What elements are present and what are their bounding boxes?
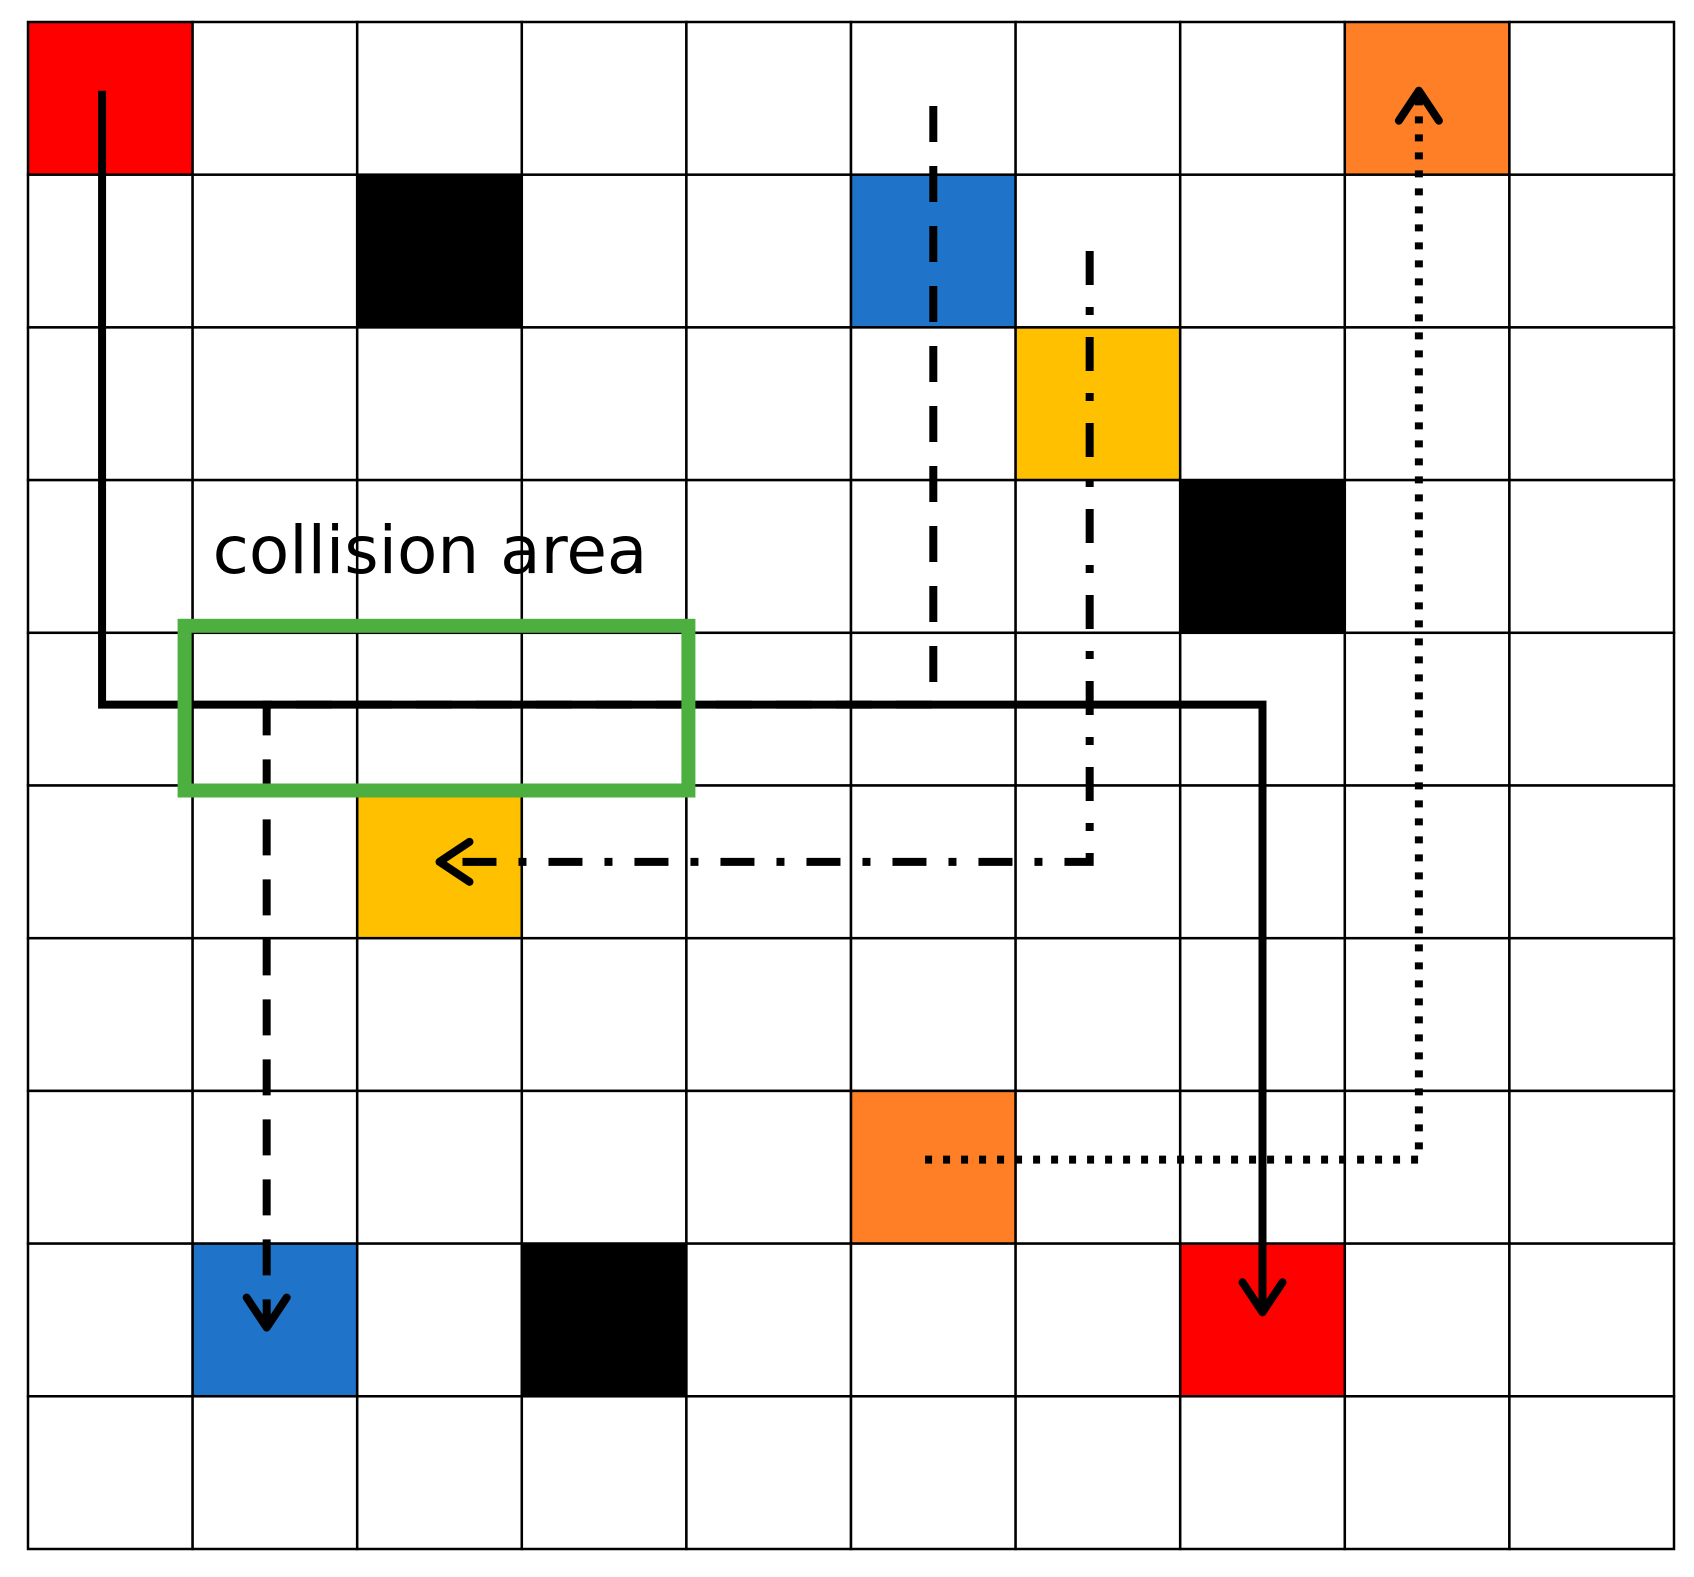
grid-cell [355, 326, 524, 482]
grid-cell [1343, 1242, 1511, 1398]
orange-path-arrowhead [1394, 86, 1443, 125]
grid-cell [26, 936, 194, 1093]
grid-cell [849, 936, 1017, 1093]
red-start-cell [26, 20, 194, 176]
grid-cell [520, 326, 688, 482]
grid-cell [1014, 936, 1182, 1093]
grid-cell [355, 20, 524, 176]
grid-cell [520, 1089, 688, 1245]
grid-cell [685, 173, 853, 329]
grid-cell [685, 326, 853, 482]
grid-cell [520, 173, 688, 329]
grid-cell [1014, 1089, 1182, 1245]
grid-cell [685, 478, 853, 635]
grid-cell [355, 936, 524, 1093]
grid-cell [1508, 936, 1676, 1093]
grid-cell [355, 1242, 524, 1398]
grid-cell [1343, 936, 1511, 1093]
grid-cell [520, 936, 688, 1093]
grid-cell [26, 784, 194, 940]
grid-cell [520, 631, 688, 787]
grid-cell [1178, 326, 1347, 482]
grid-cell [191, 1089, 359, 1245]
blue-path-arrowhead [242, 1293, 291, 1332]
grid-cell [1508, 631, 1676, 787]
grid-cell [191, 784, 359, 940]
grid-cell [1508, 478, 1676, 635]
grid-cell [685, 20, 853, 176]
grid-cell [191, 20, 359, 176]
obstacle-3-cell [520, 1242, 688, 1398]
grid-cell [1343, 631, 1511, 787]
grid-cell [191, 936, 359, 1093]
grid-cell [1178, 173, 1347, 329]
grid-cell [849, 20, 1017, 176]
obstacle-1-cell [355, 173, 524, 329]
yellow-path-arrowhead [435, 837, 474, 886]
red-path-arrowhead [1238, 1278, 1287, 1317]
grid-cell [685, 1242, 853, 1398]
grid-cell [1343, 478, 1511, 635]
grid-cell [26, 326, 194, 482]
grid-cell [26, 1089, 194, 1245]
grid-cell [191, 326, 359, 482]
grid-cell [1014, 20, 1182, 176]
yellow-path [439, 251, 1094, 866]
grid [26, 20, 1676, 1551]
grid-cell [1343, 1395, 1511, 1551]
yellow-start-cell [1014, 326, 1182, 482]
grid-cell [1508, 1089, 1676, 1245]
grid-cell [191, 173, 359, 329]
obstacle-2-cell [1178, 478, 1347, 635]
orange-path [925, 90, 1423, 1164]
grid-cell [26, 478, 194, 635]
grid-cell [1343, 326, 1511, 482]
grid-cell [1343, 784, 1511, 940]
grid-cell [1014, 1395, 1182, 1551]
collision-zone: collision area [177, 512, 696, 798]
grid-cell [1014, 631, 1182, 787]
grid-cell [355, 631, 524, 787]
grid-cell [191, 631, 359, 787]
grid-cell [1508, 326, 1676, 482]
grid-cell [1508, 1395, 1676, 1551]
grid-cell [1508, 1242, 1676, 1398]
grid-cell [685, 631, 853, 787]
grid-cell [849, 1395, 1017, 1551]
grid-cell [520, 20, 688, 176]
grid-cell [685, 936, 853, 1093]
grid-cell [1178, 20, 1347, 176]
blue-path [262, 105, 938, 1328]
grid-cell [26, 1395, 194, 1551]
grid-cell [1014, 478, 1182, 635]
grid-cell [1343, 173, 1511, 329]
grid-cell [520, 1395, 688, 1551]
grid-cell [26, 173, 194, 329]
grid-cell [1508, 784, 1676, 940]
grid-cell [1508, 173, 1676, 329]
grid-cell [26, 631, 194, 787]
grid-cell [685, 1395, 853, 1551]
collision-area-box [177, 618, 696, 798]
grid-cell [1178, 1395, 1347, 1551]
orange-start-cell [849, 1089, 1017, 1245]
grid-cell [355, 1395, 524, 1551]
collision-area-label: collision area [213, 512, 648, 589]
grid-cell [1014, 1242, 1182, 1398]
grid-cell [1014, 173, 1182, 329]
grid-cell [191, 1395, 359, 1551]
grid-cell [1508, 20, 1676, 176]
grid-cell [355, 1089, 524, 1245]
grid-cell [849, 1242, 1017, 1398]
grid-cell [26, 1242, 194, 1398]
grid-cell [685, 1089, 853, 1245]
grid-cell [1343, 1089, 1511, 1245]
